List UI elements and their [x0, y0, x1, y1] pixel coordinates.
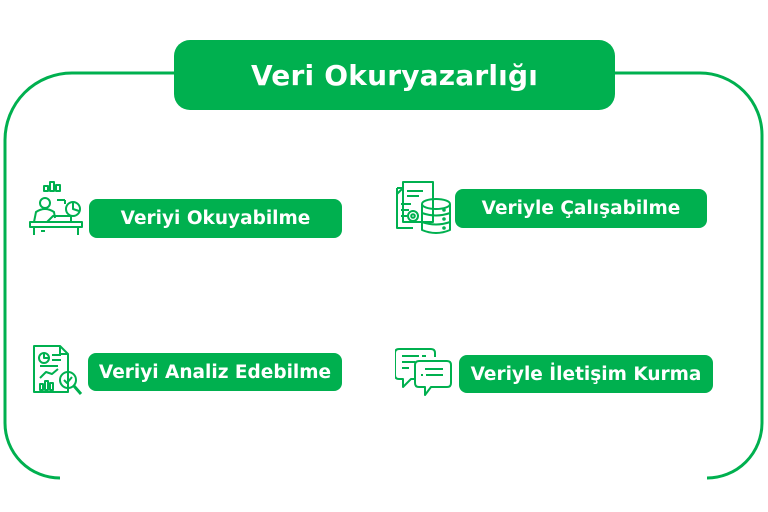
- title-text: Veri Okuryazarlığı: [250, 58, 539, 92]
- report-magnifier-analytics-icon: [32, 344, 84, 400]
- item-pill-veriyi-okuyabilme: Veriyi Okuyabilme: [89, 199, 342, 238]
- item-label: Veriyi Okuyabilme: [120, 208, 311, 229]
- person-at-desk-with-charts-icon: [27, 180, 89, 236]
- item-pill-veriyle-calisabilme: Veriyle Çalışabilme: [455, 189, 707, 228]
- item-pill-veriyle-iletisim-kurma: Veriyle İletişim Kurma: [459, 355, 713, 393]
- item-label: Veriyle Çalışabilme: [481, 198, 681, 219]
- item-label: Veriyle İletişim Kurma: [470, 363, 702, 385]
- document-database-gear-icon: [393, 180, 455, 236]
- chat-bubbles-icon: [395, 347, 455, 399]
- item-label: Veriyi Analiz Edebilme: [98, 361, 332, 383]
- title-banner: Veri Okuryazarlığı: [174, 40, 615, 110]
- item-pill-veriyi-analiz-edebilme: Veriyi Analiz Edebilme: [88, 353, 342, 391]
